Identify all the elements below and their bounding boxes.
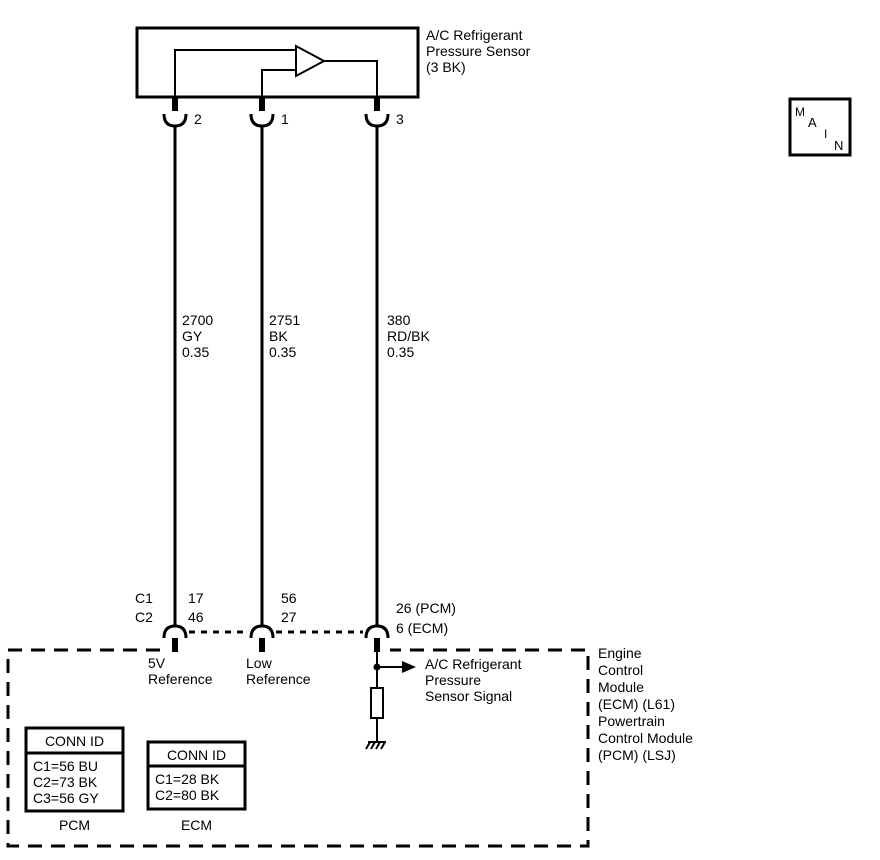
conn-id-row: C1=56 BU xyxy=(33,758,98,774)
wire-label-380: 380 RD/BK 0.35 xyxy=(387,312,430,360)
conn-id-row: C2=80 BK xyxy=(155,787,220,803)
label-low-line2: Reference xyxy=(246,671,311,687)
module-name-line: Engine xyxy=(598,645,642,661)
module-pin-low xyxy=(249,624,275,652)
pin-label-2: 2 xyxy=(194,111,202,127)
main-badge-i: I xyxy=(824,127,827,141)
sensor-name-line1: A/C Refrigerant xyxy=(426,27,523,43)
pull-down-resistor xyxy=(370,687,384,719)
pin-signal-pcm: 26 (PCM) xyxy=(396,600,456,616)
wire-color: GY xyxy=(182,328,203,344)
module-name-line: Module xyxy=(598,679,644,695)
pin-label-3: 3 xyxy=(396,111,404,127)
sensor-pin-1: 1 xyxy=(249,97,289,128)
wire-gauge: 0.35 xyxy=(182,344,209,360)
module-pin-5v xyxy=(162,624,188,652)
main-badge-a: A xyxy=(808,115,817,130)
sensor-pin-3: 3 xyxy=(364,97,404,128)
wire-label-2751: 2751 BK 0.35 xyxy=(269,312,300,360)
module-name-line: Control xyxy=(598,662,643,678)
conn-id-table-ecm: CONN ID C1=28 BK C2=80 BK ECM xyxy=(146,740,247,833)
main-badge[interactable]: M A I N xyxy=(788,97,852,157)
sensor-name-line3: (3 BK) xyxy=(426,59,466,75)
conn-id-header: CONN ID xyxy=(45,733,104,749)
pin-5v-c2: 46 xyxy=(188,609,204,625)
pin-label-1: 1 xyxy=(281,111,289,127)
wire-gauge: 0.35 xyxy=(269,344,296,360)
module-name-line: Control Module xyxy=(598,730,693,746)
wire-color: BK xyxy=(269,328,288,344)
module-name-line: Powertrain xyxy=(598,713,665,729)
signal-internal-circuit xyxy=(365,652,416,750)
wire-circuit: 2700 xyxy=(182,312,213,328)
main-badge-n: N xyxy=(834,138,843,153)
conn-id-caption: PCM xyxy=(59,817,90,833)
module-name-line: (PCM) (LSJ) xyxy=(598,747,676,763)
pressure-sensor: A/C Refrigerant Pressure Sensor (3 BK) xyxy=(135,26,531,99)
conn-id-caption: ECM xyxy=(181,817,212,833)
label-low-line1: Low xyxy=(246,655,273,671)
conn-id-row: C1=28 BK xyxy=(155,771,220,787)
pin-low-c2: 27 xyxy=(281,609,297,625)
ground-icon xyxy=(365,741,386,750)
wire-label-2700: 2700 GY 0.35 xyxy=(182,312,213,360)
label-signal-line3: Sensor Signal xyxy=(425,688,512,704)
module-name: Engine Control Module (ECM) (L61) Powert… xyxy=(598,645,693,763)
sensor-pin-2: 2 xyxy=(162,97,202,128)
label-5v-line2: Reference xyxy=(148,671,213,687)
wire-gauge: 0.35 xyxy=(387,344,414,360)
pin-5v-c1: 17 xyxy=(188,590,204,606)
label-signal-line1: A/C Refrigerant xyxy=(425,656,522,672)
conn-id-header: CONN ID xyxy=(167,747,226,763)
connector-c2-label: C2 xyxy=(135,609,153,625)
conn-id-row: C2=73 BK xyxy=(33,774,98,790)
pin-low-c1: 56 xyxy=(281,590,297,606)
wire-circuit: 380 xyxy=(387,312,411,328)
label-signal-line2: Pressure xyxy=(425,672,481,688)
pin-signal-ecm: 6 (ECM) xyxy=(396,620,448,636)
module-pin-signal xyxy=(364,624,390,652)
conn-id-table-pcm: CONN ID C1=56 BU C2=73 BK C3=56 GY PCM xyxy=(24,726,125,833)
sensor-name-line2: Pressure Sensor xyxy=(426,43,531,59)
sensor-body xyxy=(135,26,420,99)
amplifier-symbol xyxy=(295,44,327,78)
conn-id-row: C3=56 GY xyxy=(33,790,99,806)
signal-arrow-icon xyxy=(402,661,416,673)
connector-c1-label: C1 xyxy=(135,590,153,606)
module-name-line: (ECM) (L61) xyxy=(598,696,675,712)
wire-color: RD/BK xyxy=(387,328,430,344)
wire-circuit: 2751 xyxy=(269,312,300,328)
label-5v-line1: 5V xyxy=(148,655,166,671)
main-badge-m: M xyxy=(795,105,805,119)
module-boundary xyxy=(6,648,590,848)
